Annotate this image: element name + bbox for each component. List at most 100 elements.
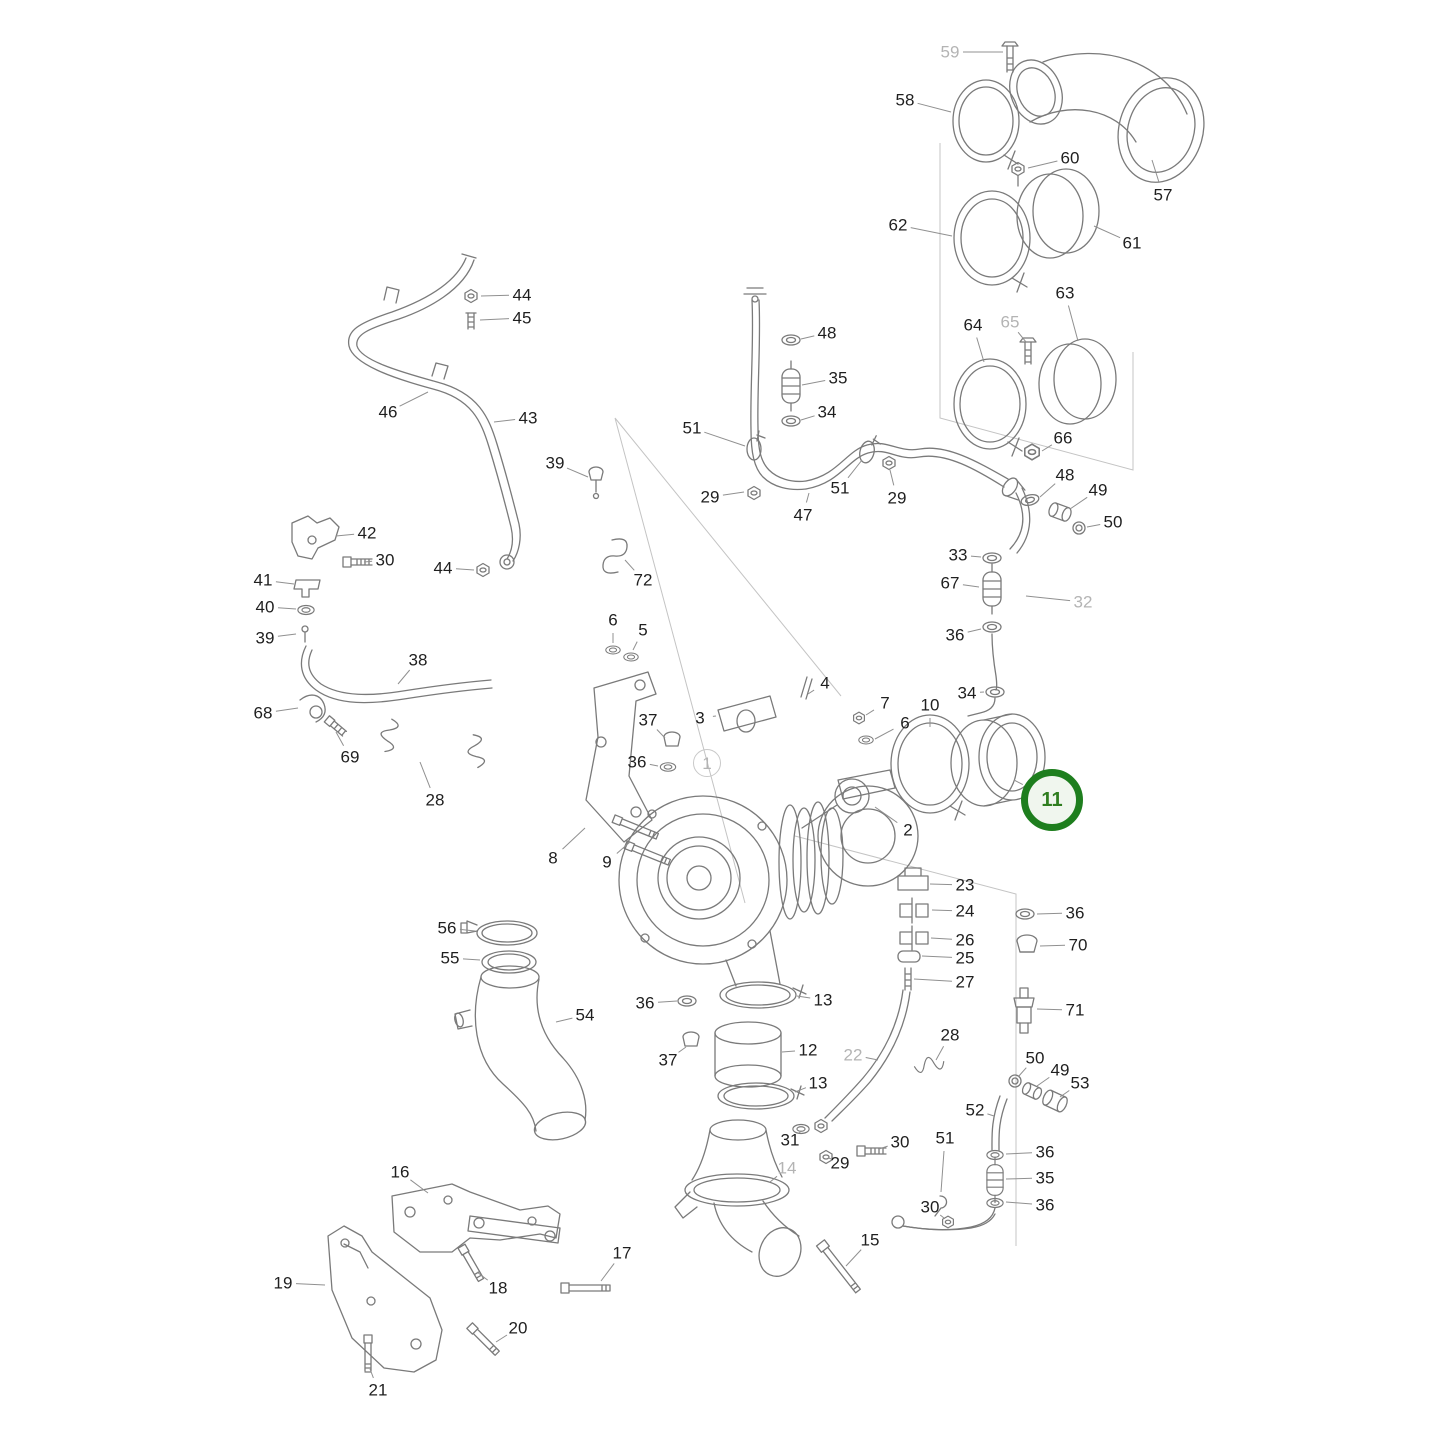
part-callout-51[interactable]: 51 — [935, 1128, 955, 1148]
part-callout-36[interactable]: 36 — [1065, 903, 1085, 923]
part-callout-33[interactable]: 33 — [948, 545, 968, 565]
part-callout-51[interactable]: 51 — [682, 418, 702, 438]
part-callout-4[interactable]: 4 — [820, 673, 830, 693]
part-callout-69[interactable]: 69 — [340, 747, 360, 767]
part-callout-35[interactable]: 35 — [1035, 1168, 1055, 1188]
part-callout-71[interactable]: 71 — [1065, 1000, 1085, 1020]
part-callout-24[interactable]: 24 — [955, 901, 975, 921]
part-callout-42[interactable]: 42 — [357, 523, 377, 543]
part-callout-29[interactable]: 29 — [830, 1153, 850, 1173]
part-callout-68[interactable]: 68 — [253, 703, 273, 723]
part-callout-36[interactable]: 36 — [1035, 1142, 1055, 1162]
part-32-pipe — [967, 487, 1031, 717]
part-callout-72[interactable]: 72 — [633, 570, 653, 590]
part-callout-1[interactable]: 1 — [693, 749, 721, 777]
part-callout-48[interactable]: 48 — [1055, 465, 1075, 485]
part-callout-40[interactable]: 40 — [255, 597, 275, 617]
part-callout-20[interactable]: 20 — [508, 1318, 528, 1338]
part-callout-66[interactable]: 66 — [1053, 428, 1073, 448]
part-callout-44[interactable]: 44 — [433, 558, 453, 578]
part-callout-15[interactable]: 15 — [860, 1230, 880, 1250]
part-callout-17[interactable]: 17 — [612, 1243, 632, 1263]
part-callout-39[interactable]: 39 — [255, 628, 275, 648]
part-callout-27[interactable]: 27 — [955, 972, 975, 992]
part-callout-21[interactable]: 21 — [368, 1380, 388, 1400]
part-callout-43[interactable]: 43 — [518, 408, 538, 428]
part-callout-59[interactable]: 59 — [940, 42, 960, 62]
part-callout-30[interactable]: 30 — [890, 1132, 910, 1152]
selected-part-callout[interactable]: 11 — [1021, 769, 1083, 831]
part-callout-29[interactable]: 29 — [887, 488, 907, 508]
part-callout-60[interactable]: 60 — [1060, 148, 1080, 168]
part-callout-28[interactable]: 28 — [425, 790, 445, 810]
part-callout-50[interactable]: 50 — [1103, 512, 1123, 532]
part-callout-57[interactable]: 57 — [1153, 185, 1173, 205]
part-callout-34[interactable]: 34 — [957, 683, 977, 703]
part-callout-55[interactable]: 55 — [440, 948, 460, 968]
part-callout-45[interactable]: 45 — [512, 308, 532, 328]
part-callout-54[interactable]: 54 — [575, 1005, 595, 1025]
part-callout-41[interactable]: 41 — [253, 570, 273, 590]
part-callout-34[interactable]: 34 — [817, 402, 837, 422]
part-callout-56[interactable]: 56 — [437, 918, 457, 938]
part-callout-46[interactable]: 46 — [378, 402, 398, 422]
part-callout-64[interactable]: 64 — [963, 315, 983, 335]
part-callout-7[interactable]: 7 — [880, 693, 890, 713]
part-callout-36[interactable]: 36 — [1035, 1195, 1055, 1215]
part-callout-36[interactable]: 36 — [635, 993, 655, 1013]
part-callout-53[interactable]: 53 — [1070, 1073, 1090, 1093]
part-callout-38[interactable]: 38 — [408, 650, 428, 670]
part-callout-16[interactable]: 16 — [390, 1162, 410, 1182]
part-13-clamp-upper — [719, 981, 807, 1009]
part-callout-30[interactable]: 30 — [375, 550, 395, 570]
part-callout-47[interactable]: 47 — [793, 505, 813, 525]
part-callout-28[interactable]: 28 — [940, 1025, 960, 1045]
part-callout-52[interactable]: 52 — [965, 1100, 985, 1120]
part-58-clamp — [952, 79, 1020, 170]
part-callout-63[interactable]: 63 — [1055, 283, 1075, 303]
part-callout-19[interactable]: 19 — [273, 1273, 293, 1293]
part-callout-31[interactable]: 31 — [780, 1130, 800, 1150]
part-callout-12[interactable]: 12 — [798, 1040, 818, 1060]
part-callout-35[interactable]: 35 — [828, 368, 848, 388]
part-callout-49[interactable]: 49 — [1088, 480, 1108, 500]
part-callout-50[interactable]: 50 — [1025, 1048, 1045, 1068]
part-callout-2[interactable]: 2 — [903, 820, 913, 840]
part-callout-9[interactable]: 9 — [602, 852, 612, 872]
part-61-ring — [1016, 168, 1100, 259]
part-callout-67[interactable]: 67 — [940, 573, 960, 593]
part-callout-58[interactable]: 58 — [895, 90, 915, 110]
part-callout-6[interactable]: 6 — [900, 713, 910, 733]
part-callout-13[interactable]: 13 — [808, 1073, 828, 1093]
part-callout-70[interactable]: 70 — [1068, 935, 1088, 955]
part-callout-13[interactable]: 13 — [813, 990, 833, 1010]
part-callout-23[interactable]: 23 — [955, 875, 975, 895]
part-callout-6[interactable]: 6 — [608, 610, 618, 630]
part-callout-18[interactable]: 18 — [488, 1278, 508, 1298]
part-callout-8[interactable]: 8 — [548, 848, 558, 868]
part-callout-61[interactable]: 61 — [1122, 233, 1142, 253]
part-11-coupling — [950, 713, 1046, 807]
part-callout-25[interactable]: 25 — [955, 948, 975, 968]
part-callout-26[interactable]: 26 — [955, 930, 975, 950]
part-callout-10[interactable]: 10 — [920, 695, 940, 715]
part-callout-14[interactable]: 14 — [777, 1158, 797, 1178]
part-callout-30[interactable]: 30 — [920, 1197, 940, 1217]
part-callout-62[interactable]: 62 — [888, 215, 908, 235]
part-callout-44[interactable]: 44 — [512, 285, 532, 305]
part-callout-32[interactable]: 32 — [1073, 592, 1093, 612]
part-callout-22[interactable]: 22 — [843, 1045, 863, 1065]
part-callout-37[interactable]: 37 — [658, 1050, 678, 1070]
part-callout-37[interactable]: 37 — [638, 710, 658, 730]
part-callout-3[interactable]: 3 — [695, 708, 705, 728]
part-callout-5[interactable]: 5 — [638, 620, 648, 640]
part-callout-36[interactable]: 36 — [945, 625, 965, 645]
part-callout-48[interactable]: 48 — [817, 323, 837, 343]
part-callout-49[interactable]: 49 — [1050, 1060, 1070, 1080]
part-callout-39[interactable]: 39 — [545, 453, 565, 473]
part-callout-51[interactable]: 51 — [830, 478, 850, 498]
part-callout-29[interactable]: 29 — [700, 487, 720, 507]
part-callout-36[interactable]: 36 — [627, 752, 647, 772]
part-callout-65[interactable]: 65 — [1000, 312, 1020, 332]
